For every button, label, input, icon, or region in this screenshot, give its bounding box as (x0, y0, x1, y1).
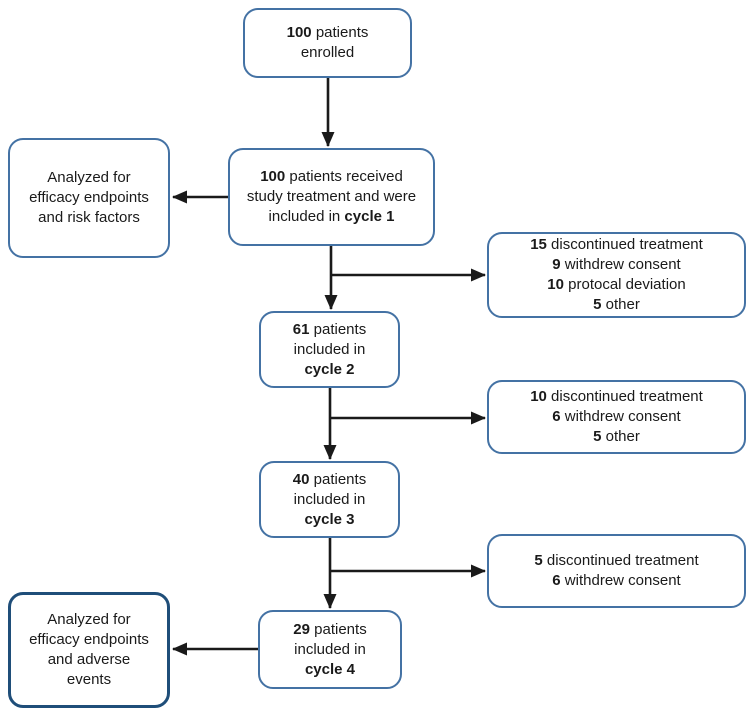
box-text-line: included in (294, 340, 366, 360)
box-text: efficacy endpoints (29, 189, 149, 206)
box-text: patients (309, 470, 367, 488)
patient-count: 5 (593, 428, 602, 445)
patient-count: 10 (530, 388, 547, 405)
patient-count: 61 (292, 320, 310, 338)
box-text: Analyzed for (47, 611, 131, 628)
box-text: events (66, 671, 112, 688)
box-text-line: cycle 2 (304, 360, 354, 380)
box-text-line: cycle 4 (305, 660, 355, 680)
patient-count: 100 (260, 168, 286, 185)
box-text: included in (293, 490, 366, 508)
box-analyzed-risk: Analyzed for efficacy endpoints and risk… (8, 138, 170, 258)
patient-count: 100 (286, 24, 312, 41)
box-text: patients received (285, 168, 403, 185)
box-enrolled: 100 patients enrolled (243, 8, 412, 78)
patient-count: 5 (534, 552, 543, 569)
box-text-line: efficacy endpoints (29, 188, 149, 208)
cycle-label: cycle 1 (344, 208, 395, 225)
box-text-line: 40 patients (293, 470, 366, 490)
box-text-line: 5 other (593, 427, 640, 447)
box-text: discontinued treatment (546, 388, 703, 405)
box-text: Analyzed for (47, 169, 131, 186)
box-discontinued-3: 5 discontinued treatment 6 withdrew cons… (487, 534, 746, 608)
box-text: withdrew consent (560, 256, 681, 273)
box-text-line: 10 discontinued treatment (530, 387, 703, 407)
box-text: discontinued treatment (546, 236, 703, 253)
box-text: other (601, 296, 640, 313)
box-discontinued-2: 10 discontinued treatment 6 withdrew con… (487, 380, 746, 454)
box-cycle-3: 40 patients included in cycle 3 (259, 461, 400, 538)
box-text: and adverse (47, 651, 131, 668)
box-text-line: 100 patients (287, 23, 369, 43)
cycle-label: cycle 4 (304, 660, 356, 678)
box-text-line: 6 withdrew consent (552, 407, 680, 427)
box-text-line: 5 other (593, 295, 640, 315)
box-discontinued-1: 15 discontinued treatment 9 withdrew con… (487, 232, 746, 318)
box-text-line: 5 discontinued treatment (534, 551, 698, 571)
box-text-line: 61 patients (293, 320, 366, 340)
box-text-line: events (67, 670, 111, 690)
box-text: and risk factors (38, 209, 140, 226)
box-text-line: 29 patients (293, 620, 366, 640)
box-cycle-1: 100 patients received study treatment an… (228, 148, 435, 246)
box-analyzed-adverse: Analyzed for efficacy endpoints and adve… (8, 592, 170, 708)
box-text-line: 100 patients received (260, 167, 403, 187)
patient-count: 29 (293, 620, 310, 638)
patient-count: 15 (530, 236, 547, 253)
box-text: withdrew consent (560, 572, 681, 589)
box-text: discontinued treatment (542, 552, 699, 569)
box-text-line: enrolled (301, 43, 354, 63)
box-text: protocal deviation (563, 276, 686, 293)
patient-count: 6 (552, 408, 561, 425)
box-text: enrolled (300, 44, 355, 61)
box-text-line: study treatment and were (247, 187, 416, 207)
box-text-line: included in cycle 1 (269, 207, 395, 227)
box-text-line: efficacy endpoints (29, 630, 149, 650)
box-text-line: and adverse (48, 650, 131, 670)
box-text-line: cycle 3 (304, 510, 354, 530)
box-text-line: Analyzed for (47, 168, 130, 188)
box-text: patients (309, 620, 367, 638)
box-text: included in (293, 340, 366, 358)
box-text: patients (309, 320, 367, 338)
box-text-line: and risk factors (38, 208, 140, 228)
box-cycle-4: 29 patients included in cycle 4 (258, 610, 402, 689)
cycle-label: cycle 2 (304, 360, 355, 378)
box-text-line: included in (294, 640, 366, 660)
box-text-line: 6 withdrew consent (552, 571, 680, 591)
patient-count: 10 (547, 276, 564, 293)
cycle-label: cycle 3 (304, 510, 355, 528)
patient-count: 6 (552, 572, 561, 589)
box-text: other (601, 428, 640, 445)
box-text: efficacy endpoints (29, 631, 149, 648)
box-text: included in (268, 208, 345, 225)
box-text: patients (311, 24, 369, 41)
box-text-line: Analyzed for (47, 610, 130, 630)
box-cycle-2: 61 patients included in cycle 2 (259, 311, 400, 388)
box-text: included in (294, 640, 366, 658)
patient-count: 5 (593, 296, 602, 313)
box-text: study treatment and were (246, 188, 417, 205)
patient-count: 40 (292, 470, 310, 488)
box-text: withdrew consent (560, 408, 681, 425)
box-text-line: included in (294, 490, 366, 510)
patient-count: 9 (552, 256, 561, 273)
box-text-line: 10 protocal deviation (547, 275, 685, 295)
box-text-line: 9 withdrew consent (552, 255, 680, 275)
box-text-line: 15 discontinued treatment (530, 235, 703, 255)
